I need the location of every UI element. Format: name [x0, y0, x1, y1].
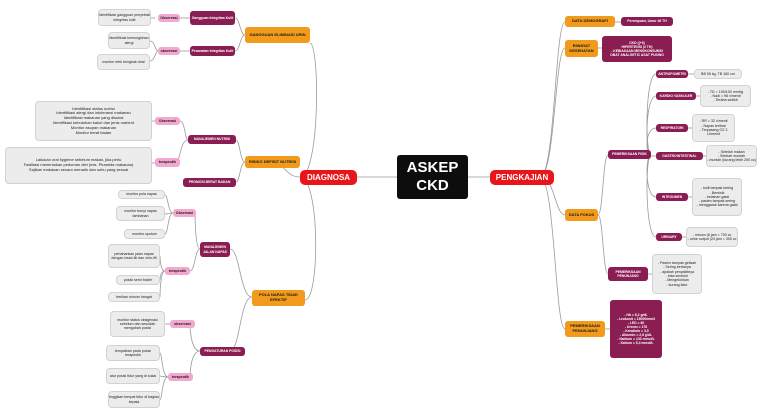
leaf-monitor-status-oksigenasi[interactable]: monitor status oksigenasi sebelum dan se… — [110, 311, 165, 337]
node-gastrointestinal[interactable]: GASTROINTESTINAL — [656, 152, 703, 160]
node-gangguan-integritas[interactable]: Gangguan Integritas Kulit — [190, 11, 235, 25]
branch-risiko-nutrisi[interactable]: RISIKO DEFISIT NUTRISI — [245, 156, 300, 168]
diagnosa-node[interactable]: DIAGNOSA — [300, 170, 357, 185]
leaf-status-nutrisi[interactable]: Identifikasi status nutrisi Identifikasi… — [35, 101, 152, 141]
value-urinary[interactable]: - minum (6 jam = 700 cc - urine output (… — [686, 227, 738, 247]
leaf-monitor-sputum[interactable]: monitor sputum — [124, 229, 165, 239]
node-pemeriksaan-penunjang-fokus[interactable]: PEMERIKSAAN PENUNJANG — [608, 267, 648, 281]
node-riwayat-kesehatan[interactable]: RIWAYAT KESEHATAN — [565, 40, 598, 57]
value-integumen[interactable]: - kulit tampak kering - Bersisik - kelai… — [692, 178, 742, 216]
node-pengaturan-posisi[interactable]: PENGATURAN POSISI — [200, 347, 245, 356]
leaf-pertahankan-jalan-napas[interactable]: pertahankan jalan napas dengan head-tilt… — [108, 244, 160, 268]
node-antropometri[interactable]: ANTROPOMETRI — [656, 70, 688, 78]
value-demografi[interactable]: Perempuan, Umur 46 TH — [621, 17, 673, 26]
value-lab[interactable]: - Hb = 8,2 g/dL - Leukosit = 15000/mm3 -… — [610, 300, 662, 358]
node-integumen[interactable]: INTEGUMEN — [656, 193, 688, 201]
node-manajemen-nutrisi[interactable]: MANAJEMEN NUTRISI — [188, 135, 236, 144]
node-data-demografi[interactable]: DATA DEMOGRAFI — [565, 16, 615, 27]
leaf-atur-posisi-tidur[interactable]: atur posisi tidur yang di sukai — [106, 368, 160, 384]
node-data-fokus[interactable]: DATA FOKUS — [565, 209, 598, 221]
branch-gangguan-eliminasi[interactable]: GANGGUAN ELIMINASI URIN — [245, 27, 310, 43]
node-perawatan-integritas[interactable]: Perawatan Integritas Kulit — [190, 46, 235, 56]
node-observasi-napas[interactable]: Observasi — [173, 209, 196, 217]
node-kardio-vaskuler[interactable]: KARDIO VASKULER — [656, 92, 696, 100]
leaf-identifikasi-alergi[interactable]: Identifikasi kemungkinan alergi — [108, 32, 150, 49]
pengkajian-node[interactable]: PENGKAJIAN — [490, 170, 554, 185]
node-observasi-1[interactable]: Observasi — [158, 14, 180, 22]
leaf-monitor-bunyi-napas[interactable]: monitor bunyi napas tambahan — [116, 206, 165, 221]
node-manajemen-jalan-napas[interactable]: MANAJEMEN JALAN NAPAS — [200, 242, 230, 257]
node-observasi-nutrisi[interactable]: Observasi — [155, 117, 180, 125]
node-pemeriksaan-penunjang[interactable]: PEMERIKSAAN PENUNJANG — [565, 321, 605, 337]
branch-pola-napas[interactable]: POLA NAPAS TIDAK EFEKTIF — [252, 290, 305, 306]
leaf-tinggikan-tempat-tidur[interactable]: tinggikan tempat tidur di bagian kepala — [108, 391, 160, 408]
node-terapeutik-nutrisi[interactable]: terapeutik — [155, 158, 180, 167]
value-respiratori[interactable]: - RR = 32 x/menit - Napas terlihat - Ter… — [692, 114, 735, 142]
node-promosi-berat-badan[interactable]: PROMOSI BERAT BADAN — [183, 178, 236, 187]
leaf-berikan-minum-hangat[interactable]: berikan minum hangat — [108, 292, 160, 302]
leaf-posisi-semi-fowler[interactable]: posisi semi fowler — [116, 275, 160, 285]
value-gastrointestinal[interactable]: - Setelah makan - Setelah muntah - munta… — [706, 145, 757, 167]
node-terapeutik-posisi[interactable]: terapeutik — [168, 373, 193, 381]
value-kardio-vaskuler[interactable]: - TD = 150/100 mmHg - Nadi = 96 x/menit … — [700, 85, 751, 107]
node-respiratori[interactable]: RESPIRATORI — [656, 124, 688, 132]
root-node[interactable]: ASKEP CKD — [397, 155, 468, 199]
leaf-monitor-efek[interactable]: monitor efek bengkak obat — [97, 54, 150, 70]
leaf-identifikasi-gangguan[interactable]: Identifikasi gangguan penyebab integrita… — [98, 9, 151, 26]
value-antropometri[interactable]: BB 55 kg, TB 160 cm — [694, 69, 742, 79]
value-riwayat[interactable]: CKD ((+6) HIPERTENSI (2 TH) - KEBIASAAN … — [602, 36, 672, 62]
node-observasi-2[interactable]: observasi — [158, 47, 180, 55]
leaf-monitor-pola-napas[interactable]: monitor pola napas — [118, 190, 165, 199]
leaf-posisi-terapeutik[interactable]: tempatkan pada posisi terapeutik — [106, 345, 160, 361]
node-terapeutik-napas[interactable]: terapeutik — [165, 267, 190, 275]
leaf-oral-hygiene[interactable]: Lakukan oral hygiene sebelum makan, jika… — [5, 147, 152, 184]
value-penunjang-fokus[interactable]: - Pasien tampak gelisah - Sering bertany… — [652, 254, 702, 294]
node-urinary[interactable]: URINARY — [656, 233, 682, 241]
node-observasi-posisi[interactable]: observasi — [170, 320, 195, 328]
node-pemeriksaan-fisik[interactable]: PEMERIKSAAN FISIK — [608, 150, 651, 159]
